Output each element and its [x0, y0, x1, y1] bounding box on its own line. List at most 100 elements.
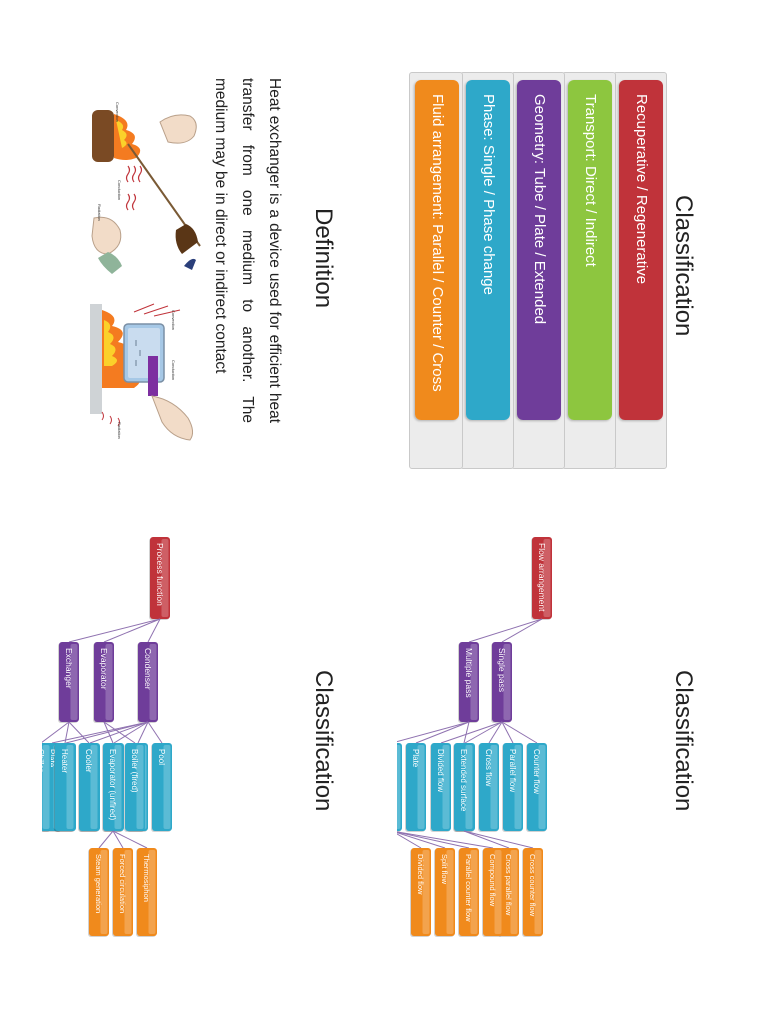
node-label: Multiple pass	[464, 648, 474, 698]
process-branch-node: Evaporator	[93, 642, 114, 723]
connector-line	[103, 721, 136, 744]
node-label: Steam generation	[94, 854, 103, 913]
node-label: Flow arrangement	[537, 543, 547, 612]
connector-line	[137, 721, 149, 744]
flow-leaf-node: Shell & Tube	[397, 743, 402, 832]
process-leaf-node: Heater	[54, 743, 75, 832]
process-subleaf-node: Thermosiphon	[136, 848, 157, 937]
node-label: Heater	[60, 749, 69, 773]
flow-subleaf-node: Cross counter flow	[522, 848, 543, 937]
svg-text:Convection: Convection	[115, 102, 120, 122]
heat-transfer-illustration-2: Convection Conduction Radiation	[88, 300, 202, 446]
connector-line	[103, 618, 161, 643]
node-label: Forced circulation	[118, 854, 127, 913]
flow-subleaf-node: Divided flow	[410, 848, 431, 937]
flow-branch-node: Single pass	[491, 642, 512, 723]
flow-leaf-node: Counter flow	[526, 743, 547, 832]
node-label: Split flow	[440, 854, 449, 885]
connector-line	[464, 721, 503, 744]
process-leaf-node: Boiler (fired)	[124, 743, 145, 832]
process-branch-node: Exchanger	[58, 642, 79, 723]
connector-line	[488, 721, 503, 744]
connector-line	[397, 721, 470, 744]
flow-root-node: Flow arrangement	[531, 537, 552, 620]
process-leaf-node: Evaporator (unfired)	[102, 743, 123, 832]
connector-line	[113, 721, 149, 744]
flow-leaf-node: Plate	[405, 743, 426, 832]
connector-line	[397, 830, 422, 849]
process-leaf-node: Chiller	[42, 743, 51, 832]
node-label: Plate	[47, 749, 56, 768]
svg-text:Conduction: Conduction	[171, 360, 176, 380]
process-leaf-node: Pool	[151, 743, 172, 832]
node-label: Extended surface	[459, 749, 468, 812]
process-root-node: Process function	[149, 537, 170, 620]
classification-bar: Transport: Direct / Indirect	[568, 80, 612, 420]
node-label: Plate	[411, 749, 420, 768]
node-label: Chiller	[42, 749, 45, 772]
node-label: Single pass	[497, 648, 507, 692]
node-label: Pool	[157, 749, 166, 765]
svg-text:Radiation: Radiation	[117, 422, 122, 439]
node-label: Process function	[155, 543, 165, 606]
process-subleaf-node: Forced circulation	[112, 848, 133, 937]
definition-body: Heat exchanger is a device used for effi…	[212, 78, 283, 423]
process-title: Classification	[310, 670, 337, 812]
connector-line	[68, 721, 90, 744]
connector-line	[468, 618, 543, 643]
svg-text:Radiation: Radiation	[97, 204, 102, 221]
node-label: Cross flow	[484, 749, 493, 787]
definition-title: Definition	[310, 208, 337, 309]
connector-line	[51, 721, 149, 744]
connector-line	[463, 830, 534, 849]
connector-line	[501, 618, 543, 643]
connector-line	[501, 721, 538, 744]
node-label: Evaporator	[99, 648, 109, 690]
flow-subleaf-node: Compound flow	[482, 848, 503, 937]
node-label: Condenser	[143, 648, 153, 690]
flow-subleaf-node: Parallel counter flow	[458, 848, 479, 937]
connector-line	[147, 618, 161, 643]
connector-line	[415, 721, 470, 744]
heat-transfer-illustration-1: Convection Conduction Radiation	[88, 96, 202, 274]
connector-line	[397, 830, 446, 849]
node-label: Cooler	[84, 749, 93, 773]
node-label: Exchanger	[64, 648, 74, 689]
node-label: Cross counter flow	[528, 854, 537, 917]
connector-line	[440, 721, 503, 744]
process-branch-node: Condenser	[137, 642, 158, 723]
connector-line	[463, 830, 510, 849]
flow-leaf-node: Divided flow	[430, 743, 451, 832]
flow-subleaf-node: Split flow	[434, 848, 455, 937]
node-label: Divided flow	[436, 749, 445, 792]
flow-leaf-node: Extended surface	[453, 743, 474, 832]
classification-bar: Geometry: Tube / Plate / Extended	[517, 80, 561, 420]
process-function-tree: Process functionCondenserPoolSpray & tra…	[42, 537, 172, 937]
connector-line	[147, 721, 163, 744]
svg-text:Convection: Convection	[171, 310, 176, 330]
classification-bar: Phase: Single / Phase change	[466, 80, 510, 420]
process-subleaf-node: Steam generation	[88, 848, 109, 937]
flow-title: Classification	[670, 670, 697, 812]
node-label: Cross parallel flow	[504, 854, 513, 916]
connector-line	[112, 830, 148, 849]
flow-branch-node: Multiple pass	[458, 642, 479, 723]
node-label: Thermosiphon	[142, 854, 151, 902]
connector-line	[68, 618, 161, 643]
connector-line	[103, 721, 114, 744]
connector-line	[112, 830, 124, 849]
flow-leaf-node: Parallel flow	[502, 743, 523, 832]
connector-line	[98, 830, 114, 849]
connector-line	[501, 721, 514, 744]
node-label: Parallel flow	[508, 749, 517, 792]
classification-bar: Recuperative / Regenerative	[619, 80, 663, 420]
connector-line	[397, 830, 494, 849]
node-label: Counter flow	[532, 749, 541, 794]
classification-bar: Fluid arrangement: Parallel / Counter / …	[415, 80, 459, 420]
node-label: Compound flow	[488, 854, 497, 907]
connector-line	[397, 830, 470, 849]
process-leaf-node: Cooler	[78, 743, 99, 832]
node-label: Boiler (fired)	[130, 749, 139, 793]
